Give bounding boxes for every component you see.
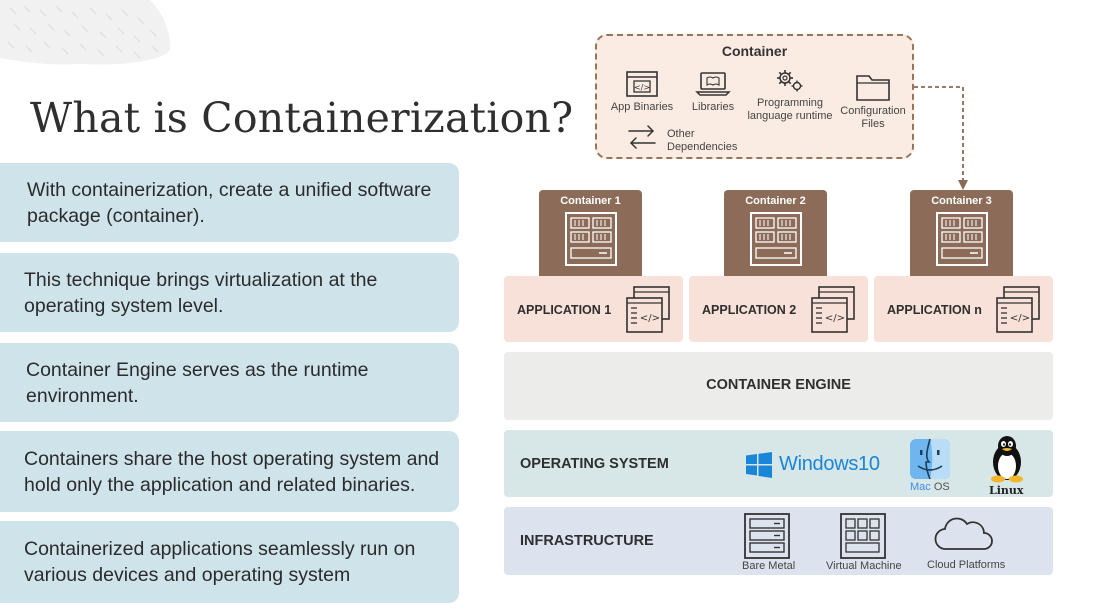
application-box-n: APPLICATION n </> xyxy=(874,276,1053,342)
windows-logo-icon xyxy=(746,452,772,478)
server-icon xyxy=(750,212,802,266)
bullet-text: This technique brings virtualization at … xyxy=(24,268,378,317)
cloud-icon xyxy=(934,517,993,550)
laptop-icon xyxy=(695,72,731,96)
container-label: Container 3 xyxy=(931,195,992,207)
bare-metal-server-icon xyxy=(744,513,790,559)
code-windows-icon: </> xyxy=(996,286,1040,333)
application-label: APPLICATION n xyxy=(887,303,982,317)
bullet-point: Containers share the host operating syst… xyxy=(0,431,459,512)
linux-tux-icon xyxy=(991,436,1023,483)
operating-system-label: OPERATING SYSTEM xyxy=(520,456,669,472)
server-icon xyxy=(936,212,988,266)
bullet-text: Containerized applications seamlessly ru… xyxy=(24,538,416,586)
exchange-arrows-icon xyxy=(628,125,656,149)
bullet-text: With containerization, create a unified … xyxy=(27,178,432,227)
application-box-1: APPLICATION 1 </> xyxy=(504,276,683,342)
gears-icon xyxy=(777,70,803,92)
infrastructure-layer: INFRASTRUCTURE Bare Metal Virtual Machin… xyxy=(504,507,1053,575)
container-engine-layer: CONTAINER ENGINE xyxy=(504,352,1053,420)
infrastructure-item-label: Bare Metal xyxy=(742,560,796,572)
package-item-config-files: Configuration Files xyxy=(833,72,913,131)
macos-finder-icon xyxy=(910,438,950,480)
package-item-libraries: Libraries xyxy=(685,70,741,114)
folder-icon xyxy=(856,75,890,101)
infrastructure-label: INFRASTRUCTURE xyxy=(520,533,654,549)
bullet-text: Containers share the host operating syst… xyxy=(24,447,440,496)
slide-title: What is Containerization? xyxy=(30,94,574,142)
package-item-label: App Binaries xyxy=(610,101,674,113)
macos-label-mac: Mac xyxy=(910,481,931,493)
corner-pattern-decoration xyxy=(0,0,171,65)
container-label: Container 2 xyxy=(745,195,806,207)
container-box-2: Container 2 xyxy=(724,190,827,276)
svg-text:</>: </> xyxy=(825,313,845,324)
application-label: APPLICATION 2 xyxy=(702,303,797,317)
svg-text:</>: </> xyxy=(640,313,660,324)
application-box-2: APPLICATION 2 </> xyxy=(689,276,868,342)
linux-label: Linux xyxy=(989,484,1024,497)
code-window-icon: </> xyxy=(626,71,658,97)
container-box-1: Container 1 xyxy=(539,190,642,276)
windows-label: Windows10 xyxy=(779,453,880,475)
bullet-point: With containerization, create a unified … xyxy=(0,163,459,242)
container-engine-label: CONTAINER ENGINE xyxy=(706,377,851,393)
macos-label-os: OS xyxy=(933,481,950,493)
container-box-3: Container 3 xyxy=(910,190,1013,276)
macos-label: Mac OS xyxy=(910,481,950,493)
package-item-label: Programming language runtime xyxy=(747,97,833,122)
code-windows-icon: </> xyxy=(626,286,670,333)
infrastructure-item-label: Virtual Machine xyxy=(826,560,902,572)
container-package-box: Container </> App Binaries Libraries xyxy=(595,34,914,159)
bullet-point: Container Engine serves as the runtime e… xyxy=(0,343,459,422)
operating-system-layer: OPERATING SYSTEM Windows10 Mac OS Linux xyxy=(504,430,1053,497)
server-icon xyxy=(565,212,617,266)
package-item-label: Configuration Files xyxy=(840,105,906,130)
package-item-runtime: Programming language runtime xyxy=(743,68,837,123)
application-label: APPLICATION 1 xyxy=(517,303,612,317)
code-windows-icon: </> xyxy=(811,286,855,333)
package-item-other-deps: Other Dependencies xyxy=(667,128,739,154)
svg-text:</>: </> xyxy=(1010,313,1030,324)
bullet-text: Container Engine serves as the runtime e… xyxy=(26,358,369,407)
container-package-title: Container xyxy=(721,43,788,59)
infrastructure-item-label: Cloud Platforms xyxy=(927,559,1006,571)
bullet-point: Containerized applications seamlessly ru… xyxy=(0,521,459,603)
package-item-label: Libraries xyxy=(691,101,735,113)
package-item-label: Other Dependencies xyxy=(667,128,738,153)
svg-text:</>: </> xyxy=(634,83,650,92)
bullet-point: This technique brings virtualization at … xyxy=(0,253,459,332)
package-item-app-binaries: </> App Binaries xyxy=(607,70,677,114)
virtual-machine-icon xyxy=(840,513,886,559)
container-label: Container 1 xyxy=(560,195,621,207)
